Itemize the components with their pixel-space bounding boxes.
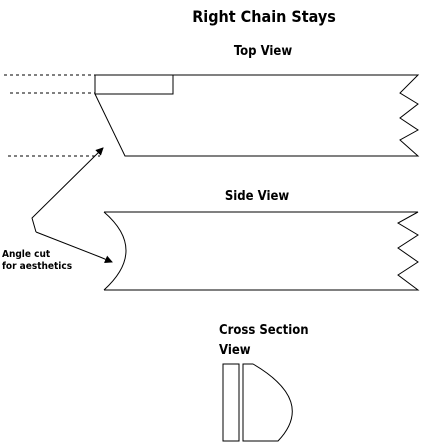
- top-view-drawing: [4, 74, 420, 157]
- diagram-title: Right Chain Stays: [192, 7, 336, 26]
- cross-section-drawing: [222, 363, 293, 442]
- cross-section-label-line1: Cross Section: [219, 323, 309, 338]
- annotation-leaders: [31, 147, 113, 263]
- side-view-stay-outline: [104, 211, 420, 291]
- top-view-stay-outline: [94, 74, 420, 157]
- reference-box: [94, 74, 174, 95]
- cross-section-label-line2: View: [219, 343, 251, 358]
- side-view-drawing: [103, 211, 420, 291]
- side-view-curved-cut: [103, 211, 127, 291]
- annotation-line2: for aesthetics: [2, 261, 72, 272]
- cross-section-d-profile: [242, 363, 293, 442]
- side-view-label: Side View: [225, 189, 290, 204]
- cross-section-flat-bar: [222, 363, 240, 442]
- annotation-line1: Angle cut: [2, 249, 51, 260]
- leader-arrow-side: [35, 231, 113, 263]
- top-view-label: Top View: [234, 44, 292, 59]
- leader-arrow-top: [31, 147, 104, 233]
